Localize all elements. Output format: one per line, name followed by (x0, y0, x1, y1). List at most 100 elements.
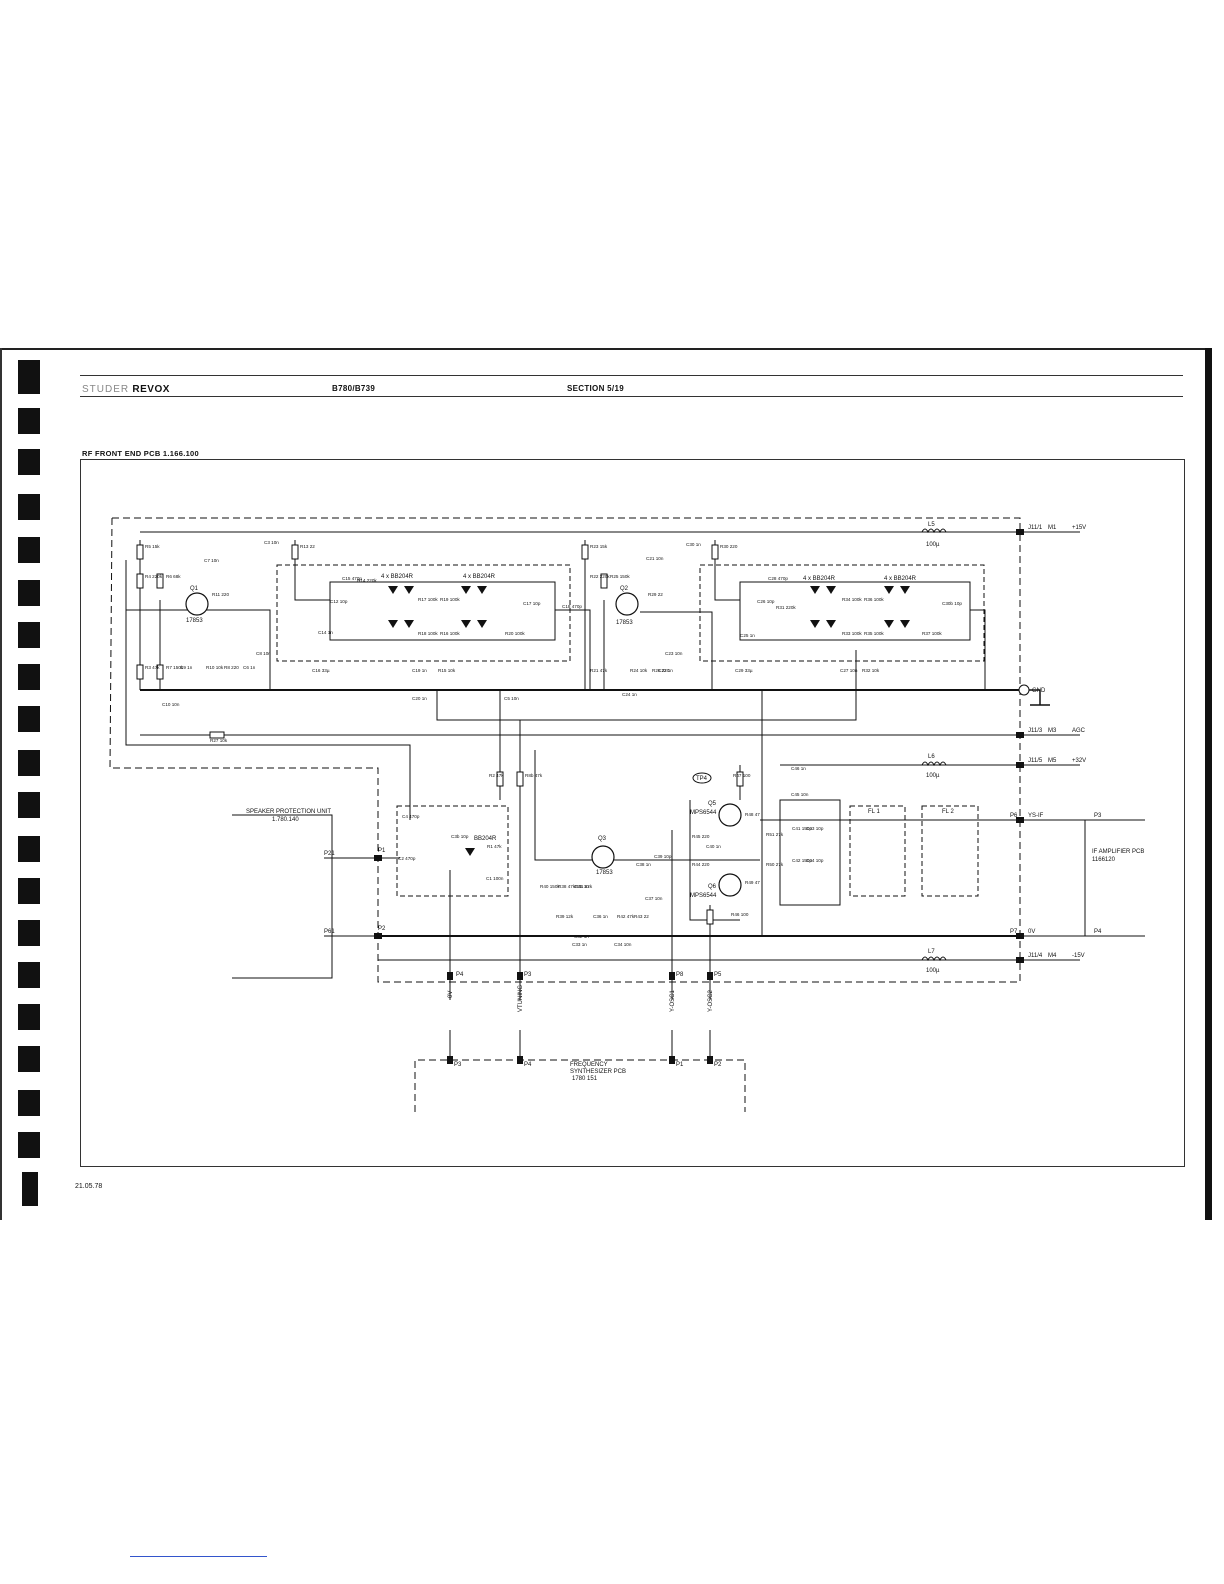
transistor-name: Q1 (190, 586, 199, 592)
footer-rule (130, 1556, 267, 1557)
pcb-outline (109, 517, 1021, 983)
shield-fl2 (921, 805, 979, 897)
diode (477, 586, 487, 594)
component-label: R46 100 (731, 912, 749, 917)
component-label: R13 22 (300, 544, 315, 549)
sheet-left-edge (0, 348, 2, 1220)
bottom-pin-signal: Y-OSC1 (670, 990, 676, 1012)
binding-hole (22, 1172, 38, 1206)
resistor (581, 544, 589, 560)
pin-label: J11/5 (1028, 758, 1043, 764)
component-label: R24 10k (630, 668, 648, 673)
wire-s2c (640, 611, 713, 690)
diode-array-label: 4 x BB204R (463, 574, 496, 580)
binding-hole (18, 920, 40, 946)
component-label: R21 47k (590, 668, 608, 673)
synth-box (414, 1059, 746, 1112)
inductor-l7 (921, 956, 947, 962)
resistor (496, 771, 504, 787)
component-label: R48 47 (745, 812, 760, 817)
left-pin: P1 (378, 848, 386, 854)
filter-label: FL 2 (942, 809, 954, 815)
component-label: C22 1n (658, 668, 673, 673)
component-label: C4 470p (402, 814, 420, 819)
component-label: C24 1n (622, 692, 637, 697)
sheet-right-edge (1205, 348, 1212, 1220)
pin-label: P7 (1010, 929, 1018, 935)
component-label: R49 47 (745, 880, 760, 885)
component-label: C6 1n (243, 665, 256, 670)
component-label: R35 100k (864, 631, 884, 636)
component-label: C30b 10p (942, 601, 962, 606)
component-label: R5 15k (145, 544, 160, 549)
component-label: C14 1n (318, 630, 333, 635)
component-label: C41 150p (792, 826, 812, 831)
binding-hole (18, 1046, 40, 1072)
resistor (516, 771, 524, 787)
component-label: R23 15k (590, 544, 608, 549)
component-label: R29 22 (648, 592, 663, 597)
inductor-value: 100µ (926, 542, 940, 548)
wire-s2d (714, 540, 740, 601)
diode (826, 620, 836, 628)
signal-label: +15V (1072, 525, 1086, 531)
pin (447, 972, 453, 980)
component-label: C43 10p (806, 826, 824, 831)
test-point-tp4 (692, 772, 712, 784)
component-label: C15 470p (342, 576, 362, 581)
binding-hole (18, 664, 40, 690)
transistor-name: Q5 (708, 801, 717, 807)
term-label: P3 (1094, 813, 1102, 819)
wire-synth-pins (449, 1030, 711, 1060)
binding-hole (18, 494, 40, 520)
component-label: C3 10n (264, 540, 279, 545)
component-label: C39 10p (654, 854, 672, 859)
pin (1016, 957, 1024, 963)
resistor (156, 573, 164, 589)
resistor (136, 573, 144, 589)
component-label: C38 1n (636, 862, 651, 867)
component-label: C19 1n (412, 668, 427, 673)
pin (374, 855, 382, 861)
pin (707, 1056, 713, 1064)
diode (461, 620, 471, 628)
component-label: R37 100k (922, 631, 942, 636)
bottom-pin: P8 (676, 972, 684, 978)
component-label: C28 470p (768, 576, 788, 581)
wire-feed5 (534, 750, 760, 861)
signal-label: +32V (1072, 758, 1086, 764)
component-label: C8 10n (256, 651, 271, 656)
component-label: R22 220k (590, 574, 610, 579)
wire-s2e (970, 609, 986, 690)
inductor-value: 100µ (926, 773, 940, 779)
if-amp-part: 1166120 (1092, 857, 1116, 863)
pin (447, 1056, 453, 1064)
term-label: P4 (1094, 929, 1102, 935)
brand-name: REVOX (132, 384, 170, 395)
component-label: C7 10n (204, 558, 219, 563)
binding-hole (18, 622, 40, 648)
component-label: R40 150k (540, 884, 560, 889)
component-label: R34 100k (842, 597, 862, 602)
component-label: R43 22 (634, 914, 649, 919)
pin (669, 1056, 675, 1064)
component-label: R45 220 (692, 834, 710, 839)
binding-hole (18, 449, 40, 475)
wire-s1-tank (329, 581, 556, 641)
binding-hole (18, 750, 40, 776)
component-label: R16 100k (440, 631, 460, 636)
wire-feed9 (436, 650, 857, 721)
component-label: R18 100k (418, 631, 438, 636)
transistor-type: MPS6544 (690, 810, 717, 816)
brand-logo: STUDER REVOX (82, 384, 170, 395)
component-label: R6 68k (166, 574, 181, 579)
diode (477, 620, 487, 628)
wire-s1c (126, 609, 271, 690)
component-label: R15 10k (438, 668, 456, 673)
tp-label: TP4 (696, 776, 708, 782)
synth-part: 1780 151 (572, 1076, 598, 1082)
wire-speaker-box (232, 814, 333, 979)
diode (388, 620, 398, 628)
term-label: M3 (1048, 728, 1057, 734)
